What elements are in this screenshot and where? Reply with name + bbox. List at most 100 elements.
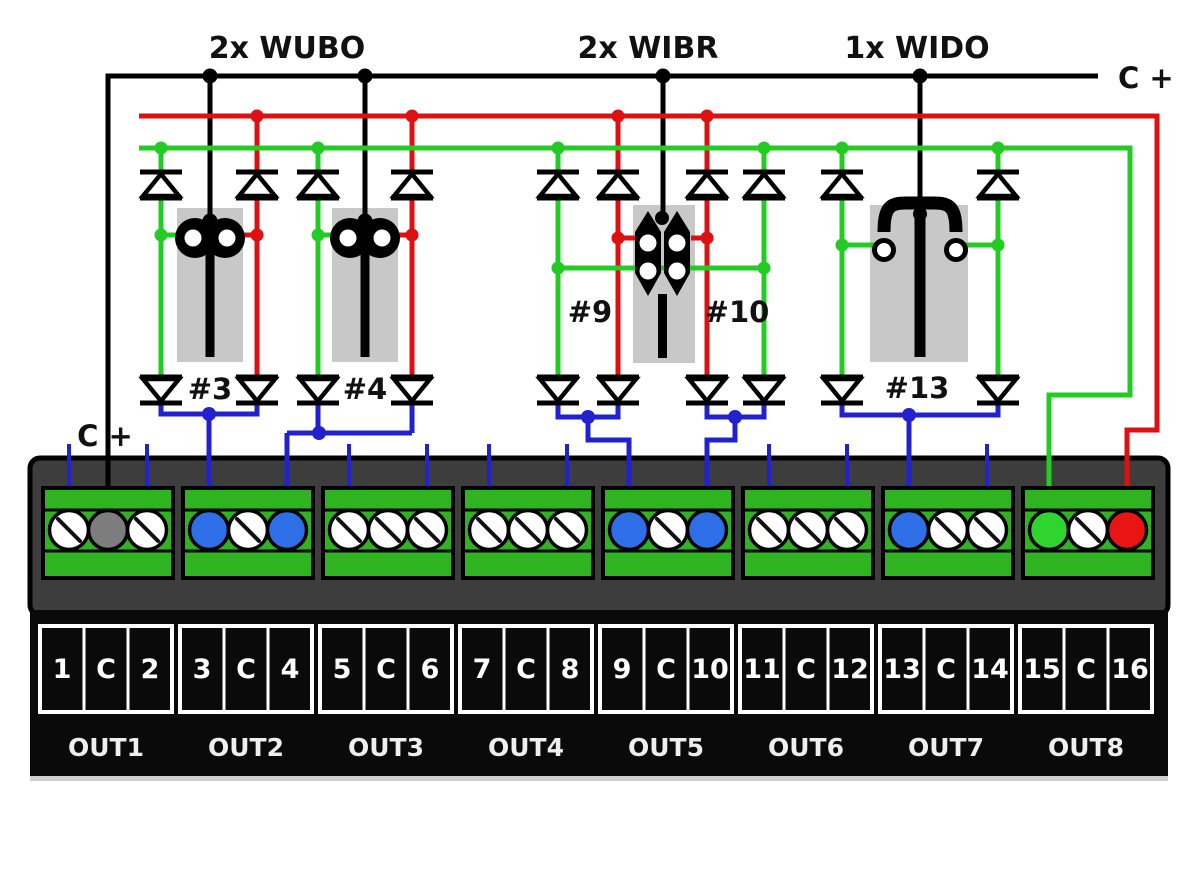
signal-backplates: [177, 205, 968, 363]
terminal-block-out5: [601, 486, 735, 580]
screw-terminal[interactable]: [887, 508, 931, 552]
junction-dot: [611, 109, 625, 123]
screw-slot: [56, 517, 82, 543]
pin-label: C: [796, 654, 816, 685]
junction-dot: [311, 141, 325, 155]
screw-terminal[interactable]: [685, 508, 729, 552]
pin-label: C: [656, 654, 676, 685]
lamp-icon: [218, 229, 236, 247]
output-label-out1: OUT1: [68, 733, 144, 762]
output-label-out5: OUT5: [628, 733, 704, 762]
signal-mast-icon: [205, 238, 215, 357]
output-label-out7: OUT7: [908, 733, 984, 762]
screw-slot: [414, 517, 440, 543]
signal-id-label-3: #3: [188, 372, 232, 406]
screw-slot: [834, 517, 860, 543]
diode-icon: [821, 377, 863, 403]
pin-label: C: [376, 654, 396, 685]
pin-label: 4: [281, 654, 300, 685]
diode-icon: [597, 377, 639, 403]
screw-slot: [974, 517, 1000, 543]
junction-dot: [902, 408, 916, 422]
signal-id-label-10: #10: [705, 295, 770, 329]
common-bus-label-top: C +: [1118, 61, 1174, 95]
junction-dot: [154, 228, 168, 242]
diode-icon: [821, 172, 863, 198]
diode-icon: [391, 377, 433, 403]
junction-dot: [311, 228, 325, 242]
screw-slot: [935, 517, 961, 543]
green-bus-wire: [139, 145, 1133, 492]
pin-group-frame: [738, 624, 874, 714]
junction-dot: [202, 407, 216, 421]
lamp-icon: [872, 238, 896, 262]
diode-icon: [391, 172, 433, 198]
lamp-icon: [184, 229, 202, 247]
common-junction-dots: [202, 68, 928, 84]
pin-label: 5: [333, 654, 352, 685]
diode-icon: [297, 172, 339, 198]
pin-label: 13: [883, 654, 921, 685]
screw-slot: [756, 517, 782, 543]
junction-dot: [250, 228, 264, 242]
common-wires: [105, 73, 1098, 492]
diode-icon: [537, 172, 579, 198]
pin-label: 6: [421, 654, 440, 685]
junction-dot: [912, 68, 928, 84]
signal-mast-icon: [914, 210, 926, 357]
junction-dot: [405, 109, 419, 123]
screw-terminal[interactable]: [187, 508, 231, 552]
terminal-block-out8: [1021, 486, 1155, 580]
screw-slot: [1075, 517, 1101, 543]
pin-group-frame: [878, 624, 1014, 714]
red-wires: [139, 113, 1160, 492]
wire-knob-icon: [202, 213, 218, 229]
junction-dot: [202, 68, 218, 84]
junction-dot: [250, 109, 264, 123]
screw-terminal[interactable]: [607, 508, 651, 552]
junction-dot: [611, 231, 625, 245]
diode-icon: [743, 377, 785, 403]
terminal-block-out6: [741, 486, 875, 580]
pin-label: 8: [561, 654, 580, 685]
group-label-wido: 1x WIDO: [844, 31, 989, 66]
diode-icon: [140, 172, 182, 198]
diode-row-top: [140, 172, 1019, 198]
screw-slot: [795, 517, 821, 543]
screw-terminal[interactable]: [86, 508, 130, 552]
lamp-icon: [339, 229, 357, 247]
terminal-block-out4: [461, 486, 595, 580]
junction-dot: [700, 231, 714, 245]
pin-label: 3: [193, 654, 212, 685]
signal-icon-wubo-3: [175, 213, 245, 357]
screw-terminal[interactable]: [265, 508, 309, 552]
screw-terminal[interactable]: [1027, 508, 1071, 552]
terminal-block-out7: [881, 486, 1015, 580]
screw-terminal[interactable]: [1105, 508, 1149, 552]
junction-dot: [405, 228, 419, 242]
diode-icon: [743, 172, 785, 198]
lamp-icon: [668, 234, 686, 252]
diode-icon: [686, 172, 728, 198]
pin-label: 14: [971, 654, 1009, 685]
terminal-block-out3: [321, 486, 455, 580]
output-label-out6: OUT6: [768, 733, 844, 762]
signal-icon-wubo-4: [330, 213, 400, 357]
junction-dot: [757, 141, 771, 155]
gantry-arm-icon: [877, 196, 963, 233]
lamp-icon: [668, 262, 686, 280]
red-bus-wire: [139, 113, 1160, 492]
common-bus-wire: [105, 73, 1098, 492]
junction-dot: [551, 141, 565, 155]
junction-dot: [991, 141, 1005, 155]
pin-group-frame: [178, 624, 314, 714]
output-label-out2: OUT2: [208, 733, 284, 762]
signal-id-label-13: #13: [885, 371, 950, 405]
blue-junction-dots: [202, 407, 916, 440]
group-label-wubo: 2x WUBO: [209, 31, 366, 66]
lamp-icon: [639, 234, 657, 252]
pin-group-frame: [458, 624, 594, 714]
red-junction-dots: [250, 109, 714, 245]
signal-id-label-4: #4: [343, 372, 387, 406]
pin-label: 7: [473, 654, 492, 685]
